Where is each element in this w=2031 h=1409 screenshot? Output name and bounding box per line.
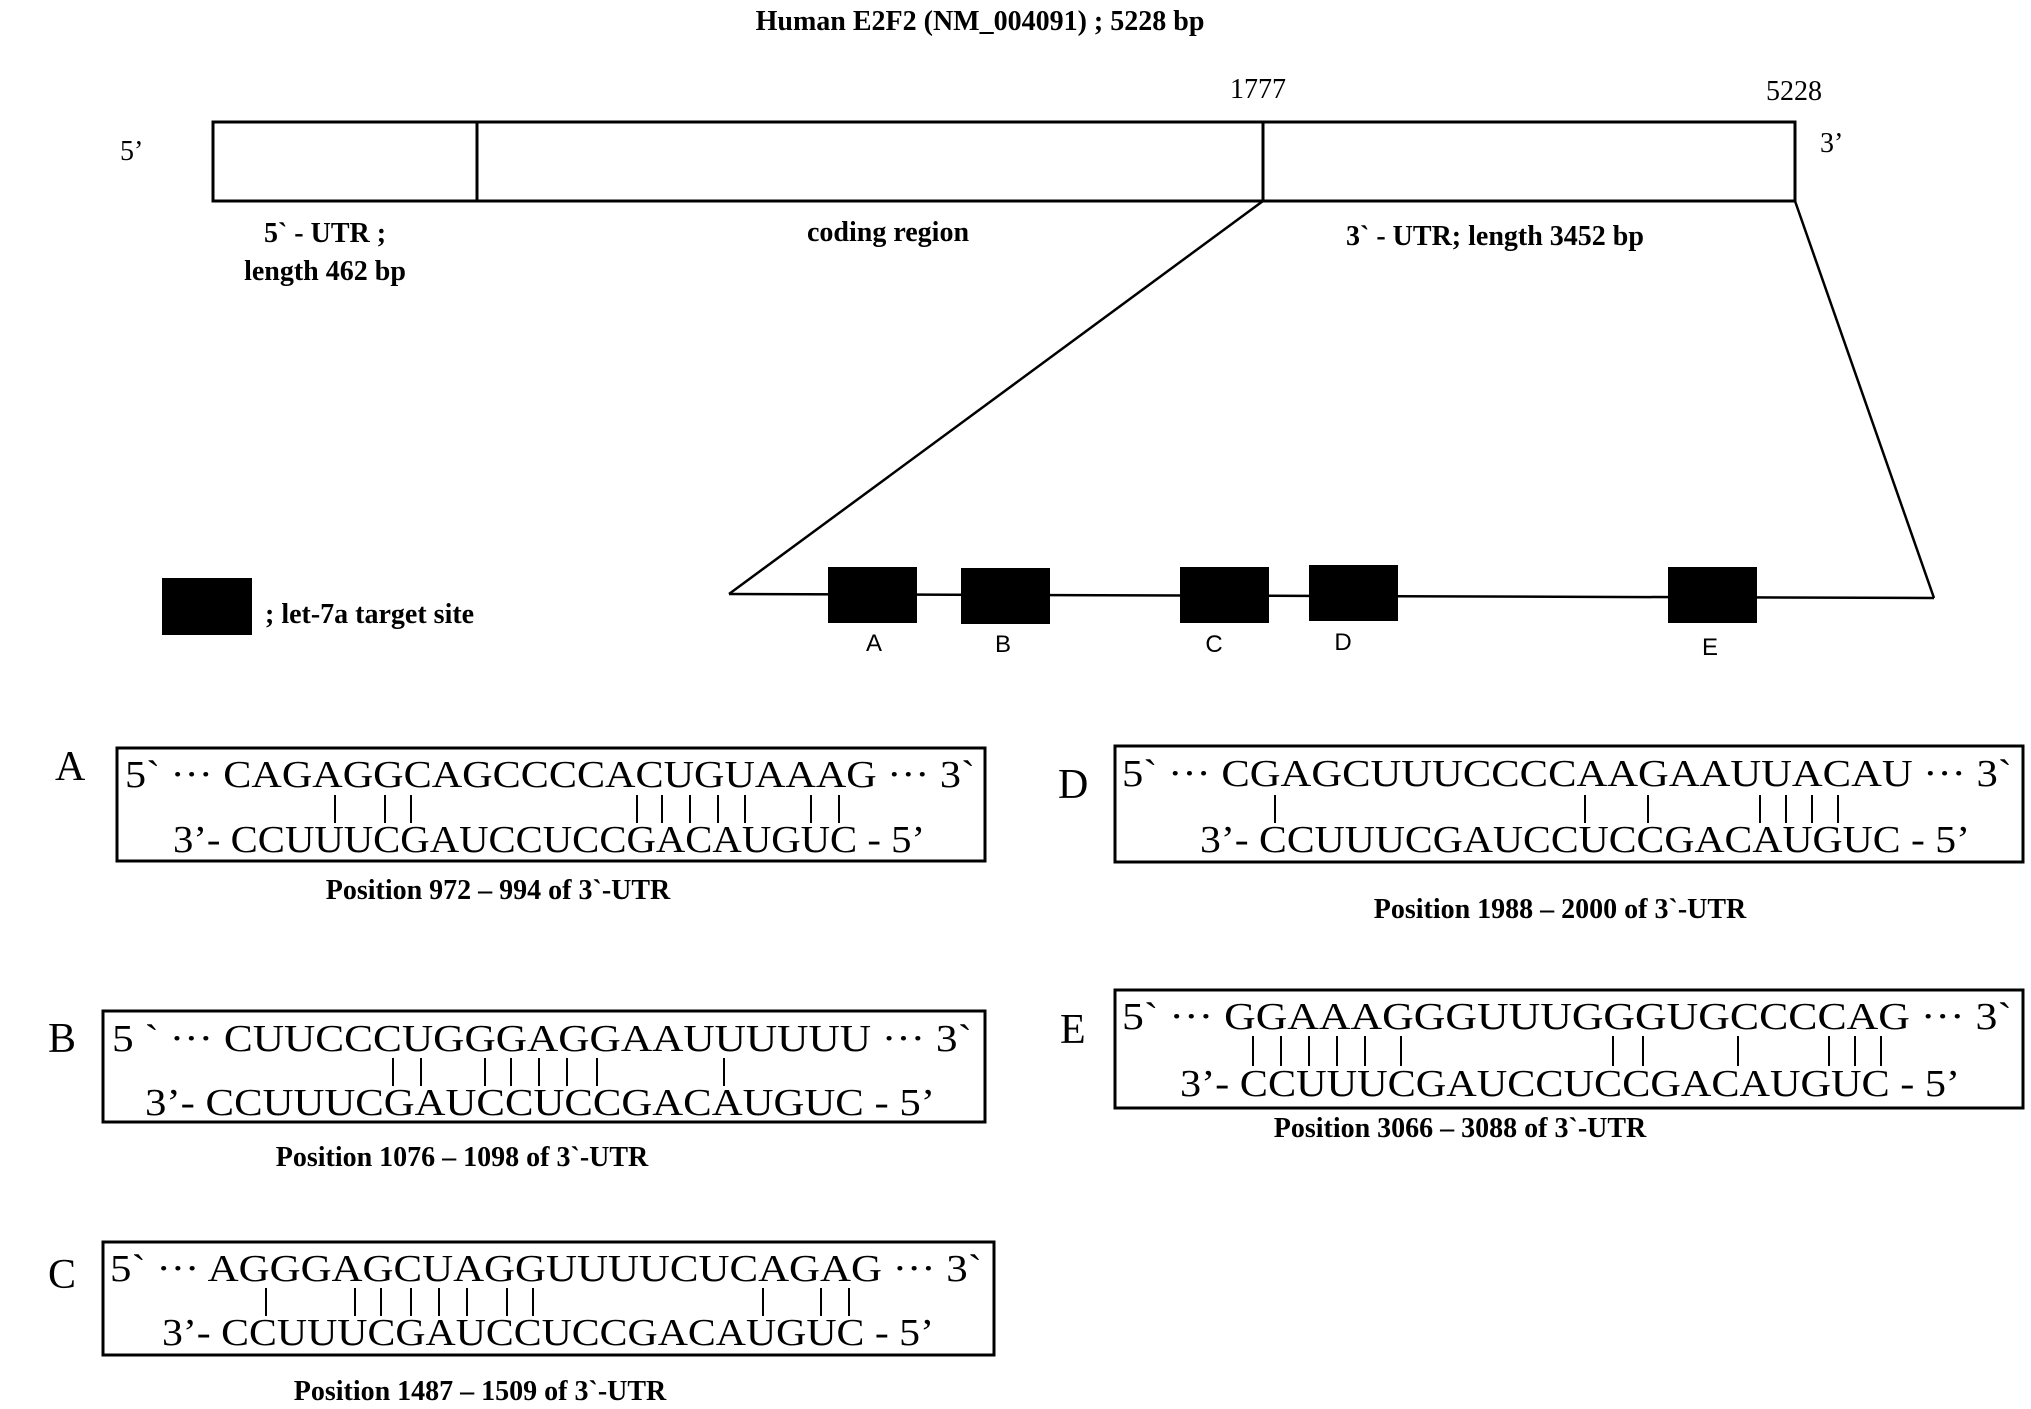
diagram-title: Human E2F2 (NM_004091) ; 5228 bp [756,6,1205,37]
mirna-sequence-c: 3’- CCUUUCGAUCCUCCGACAUGUC - 5’ [162,1312,934,1354]
site-label-c: C [1205,631,1222,658]
site-label-a: A [866,630,882,657]
alignment-box-e [1113,988,2025,1110]
zoom-line-right [1793,200,1936,599]
target-site-c [1180,567,1269,623]
utr5-length-label: length 462 bp [244,256,406,287]
panel-letter-a: A [55,744,86,790]
panel-d: D 5` ··· CGAGCUUUCCCCAAGAAUUACAU ··· 3` … [1058,744,2025,925]
position-label-b: Position 1076 – 1098 of 3`-UTR [276,1142,649,1173]
base-pair-ticks-d [1274,795,1839,823]
target-sequence-b: 5 ` ··· CUUCCCUGGGAGGAAUUUUUU ··· 3` [112,1018,972,1060]
utr3-label: 3` - UTR; length 3452 bp [1346,221,1644,252]
site-label-b: B [995,631,1011,658]
mirna-sequence-e: 3’- CCUUUCGAUCCUCCGACAUGUC - 5’ [1180,1063,1960,1105]
mirna-sequence-d: 3’- CCUUUCGAUCCUCCGACAUGUC - 5’ [1200,819,1970,861]
mirna-sequence-a: 3’- CCUUUCGAUCCUCCGACAUGUC - 5’ [173,819,925,861]
panel-letter-b: B [48,1016,76,1062]
legend-label: ; let-7a target site [265,599,474,630]
panel-letter-d: D [1058,762,1088,808]
panel-b: B 5 ` ··· CUUCCCUGGGAGGAAUUUUUU ··· 3` 3… [48,1009,987,1173]
target-site-b [961,568,1050,624]
target-sequence-c: 5` ··· AGGGAGCUAGGUUUUCUCAGAG ··· 3` [110,1248,982,1290]
five-prime-end-label: 5’ [120,136,143,167]
target-sequence-e: 5` ··· GGAAAGGGUUUGGGUGCCCCAG ··· 3` [1122,996,2012,1038]
zoom-line-left [728,199,1264,596]
target-sequence-d: 5` ··· CGAGCUUUCCCCAAGAAUUACAU ··· 3` [1122,753,2012,795]
alignment-box-c [101,1240,996,1357]
mrna-bar [211,120,1797,203]
utr5-label: 5` - UTR ; [264,218,386,249]
base-pair-ticks-c [265,1288,850,1316]
alignment-box-b [101,1009,987,1124]
panel-a: A 5` ··· CAGAGGCAGCCCCACUGUAAAG ··· 3` 3… [55,744,987,906]
position-label-c: Position 1487 – 1509 of 3`-UTR [294,1376,667,1407]
three-prime-end-label: 3’ [1820,128,1843,159]
coordinate-5228: 5228 [1766,76,1822,107]
panel-c: C 5` ··· AGGGAGCUAGGUUUUCUCAGAG ··· 3` 3… [48,1240,996,1407]
mirna-sequence-b: 3’- CCUUUCGAUCCUCCGACAUGUC - 5’ [145,1082,935,1124]
coordinate-1777: 1777 [1230,74,1286,105]
position-label-e: Position 3066 – 3088 of 3`-UTR [1274,1113,1647,1144]
panel-letter-c: C [48,1252,76,1298]
position-label-a: Position 972 – 994 of 3`-UTR [326,875,671,906]
legend-swatch [162,578,252,635]
site-label-e: E [1702,634,1718,661]
coding-region-label: coding region [807,217,969,248]
target-site-d [1309,565,1398,621]
base-pair-ticks-a [334,795,840,823]
panel-letter-e: E [1060,1007,1086,1053]
alignment-box-d [1113,744,2025,864]
base-pair-ticks-b [392,1058,725,1086]
alignment-box-a [115,746,987,863]
target-site-a [828,567,917,623]
base-pair-ticks-e [1252,1036,1882,1066]
target-sequence-a: 5` ··· CAGAGGCAGCCCCACUGUAAAG ··· 3` [125,754,975,796]
gene-map: 5’ 3’ 1777 5228 5` - UTR ; length 462 bp… [120,74,1936,661]
legend: ; let-7a target site [162,578,474,635]
position-label-d: Position 1988 – 2000 of 3`-UTR [1374,894,1747,925]
site-label-d: D [1334,629,1351,656]
panel-e: E 5` ··· GGAAAGGGUUUGGGUGCCCCAG ··· 3` 3… [1060,988,2025,1144]
target-site-e [1668,567,1757,623]
